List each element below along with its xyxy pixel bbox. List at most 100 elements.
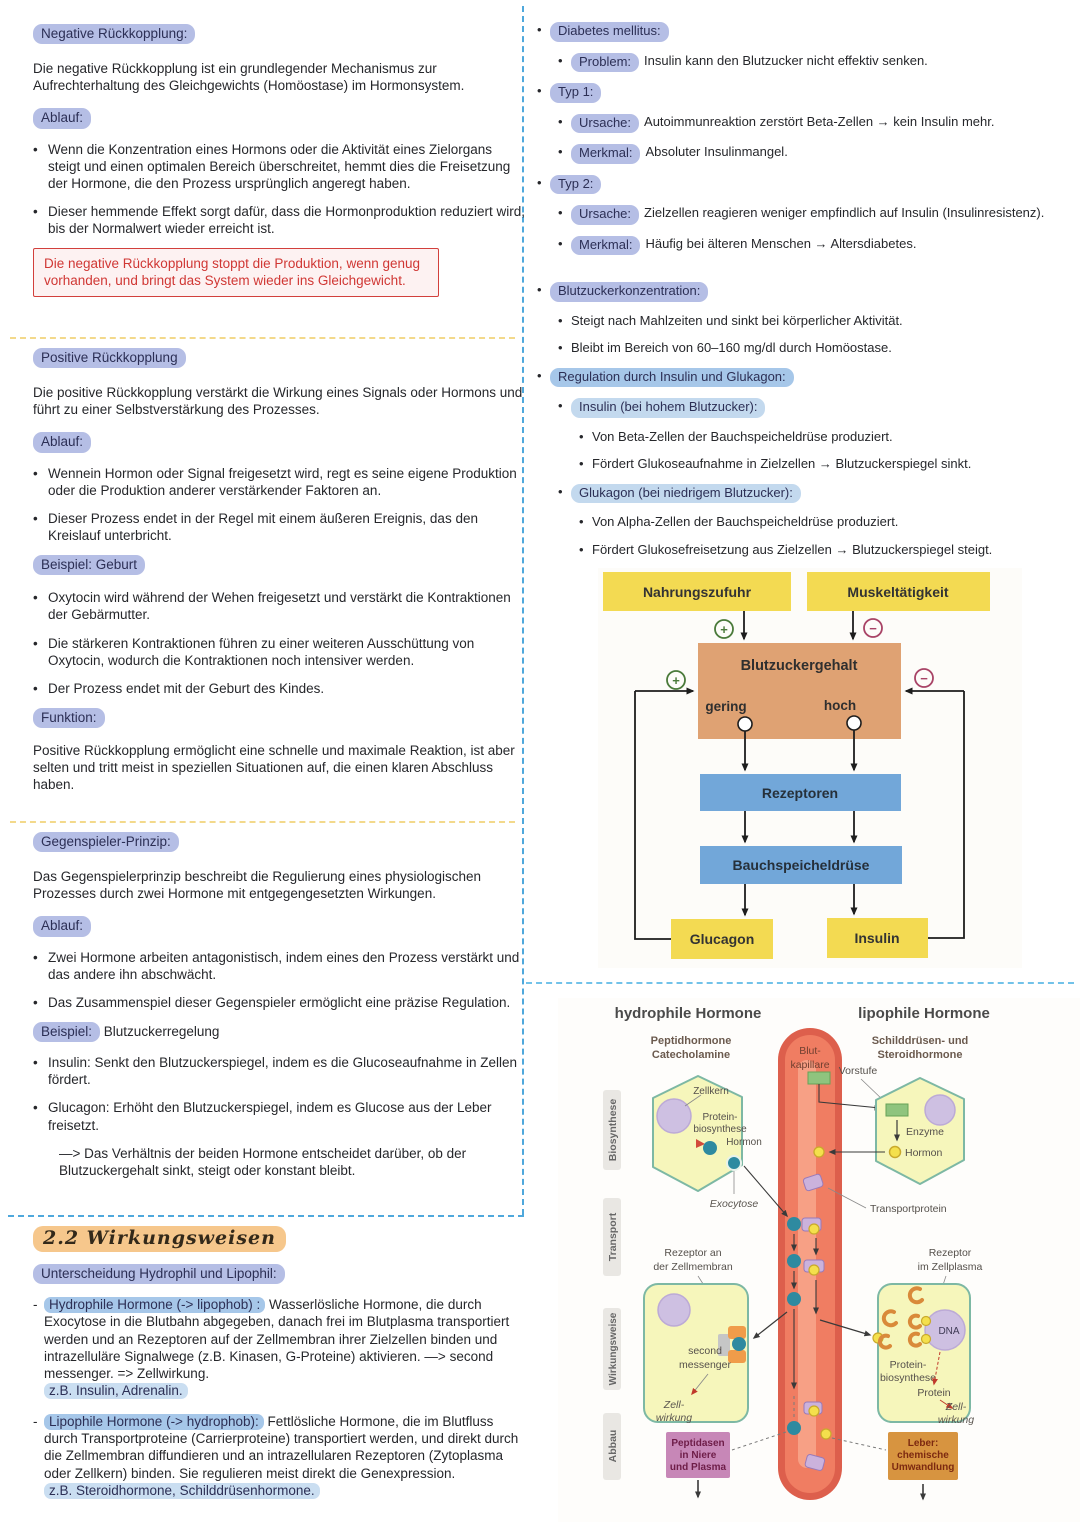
lipophile-examples: z.B. Steroidhormone, Schilddrüsenhormone… <box>44 1482 320 1499</box>
list-item: •Blutzuckerkonzentration: <box>537 282 1080 302</box>
title-hydrophile: hydrophile Hormone <box>615 1005 762 1022</box>
hormone-dot-membrane <box>726 1155 742 1171</box>
bullet-dot: • <box>33 994 38 1010</box>
list-item: •Von Alpha-Zellen der Bauchspeicheldrüse… <box>537 514 1080 531</box>
label-rezeptor-membran: der Zellmembran <box>653 1261 733 1273</box>
label-hormon-right: Hormon <box>905 1147 943 1159</box>
list-item: •Glukagon (bei niedrigem Blutzucker): <box>537 483 1080 503</box>
column-divider-dashed <box>522 6 524 1215</box>
svg-text:+: + <box>720 622 728 637</box>
subtitle-catecholamine: Catecholamine <box>652 1049 730 1061</box>
list-item-text: Der Prozess endet mit der Geburt des Kin… <box>48 680 325 696</box>
flowchart-background <box>598 568 1022 968</box>
box-label: in Niere <box>680 1450 717 1461</box>
red-note-box: Die negative Rückkopplung stoppt die Pro… <box>33 248 439 297</box>
label-rezeptor-membran: Rezeptor an <box>664 1247 721 1259</box>
list-item: •Fördert Glukoseaufnahme in Zielzellen →… <box>537 456 1080 473</box>
list-item: •Insulin: Senkt den Blutzuckerspiegel, i… <box>33 1054 527 1088</box>
section-negative-rueckkopplung: Negative Rückkopplung: Die negative Rück… <box>33 24 527 297</box>
bullet-dot: • <box>579 514 584 529</box>
list-item: •Der Prozess endet mit der Geburt des Ki… <box>33 680 527 697</box>
tag-ursache: Ursache: <box>571 205 640 225</box>
bullet-dot: • <box>33 203 38 219</box>
label-second-messenger: second <box>688 1345 722 1357</box>
nucleus <box>924 1094 956 1126</box>
arrow-note: —> Das Verhältnis der beiden Hormone ent… <box>59 1145 467 1178</box>
list-item-text: Insulin: Senkt den Blutzuckerspiegel, in… <box>48 1055 518 1088</box>
list-item-text: Autoimmunreaktion zerstört Beta-Zellen →… <box>644 113 995 129</box>
bullet-dot: • <box>558 340 563 355</box>
label-rezeptor-plasma: im Zellplasma <box>918 1261 983 1273</box>
list-item-text: Das Zusammenspiel dieser Gegenspieler er… <box>48 994 511 1010</box>
label-zellwirkung-right: Zell- <box>945 1401 967 1413</box>
list-item: •Wennein Hormon oder Signal freigesetzt … <box>33 465 527 499</box>
paragraph: Das Gegenspielerprinzip beschreibt die R… <box>33 869 482 902</box>
heading-negative-rueckkopplung: Negative Rückkopplung: <box>33 24 196 45</box>
heading-blutzuckerkonzentration: Blutzuckerkonzentration: <box>550 282 709 302</box>
bullet-dot: • <box>579 456 584 471</box>
box-label: Leber: <box>908 1438 939 1449</box>
membrane-receptor <box>728 1326 746 1339</box>
target-cell-membrane-receptor: second messenger Zell- wirkung <box>643 1283 749 1424</box>
bullet-dot: • <box>558 483 563 499</box>
node-label: Glucagon <box>690 931 755 947</box>
hormone-dot-yellow-blood <box>813 1146 825 1158</box>
note-text: Die negative Rückkopplung stoppt die Pro… <box>44 256 421 289</box>
glucagon-feedback-loop: + <box>634 670 695 940</box>
list-item-hydrophile: - Hydrophile Hormone (-> lipophob) : Was… <box>33 1296 527 1399</box>
label-enzyme: Enzyme <box>906 1126 944 1138</box>
svg-text:−: − <box>869 621 877 636</box>
list-item-text: Oxytocin wird während der Wehen freigese… <box>48 590 511 623</box>
bound-hormone <box>732 1337 746 1351</box>
heading-regulation: Regulation durch Insulin und Glukagon: <box>550 367 794 387</box>
stage-biosynthese: Biosynthese <box>607 1099 619 1162</box>
list-item: •Zwei Hormone arbeiten antagonistisch, i… <box>33 949 527 983</box>
right-column-notes: •Diabetes mellitus: •Problem:Insulin kan… <box>537 22 1080 569</box>
section-positive-rueckkopplung: Positive Rückkopplung Die positive Rückk… <box>33 348 527 794</box>
label-hoch: hoch <box>824 698 856 713</box>
label-gering: gering <box>705 699 746 714</box>
list-item: •Merkmal:Absoluter Insulinmangel. <box>537 144 1080 164</box>
list-item: •Ursache:Zielzellen reagieren weniger em… <box>537 205 1080 225</box>
list-item-text: Insulin kann den Blutzucker nicht effekt… <box>644 52 928 68</box>
dash-marker: - <box>33 1414 38 1430</box>
plus-sign-icon: + <box>714 619 734 639</box>
intracellular-receptor <box>877 1333 892 1350</box>
bullet-dot: • <box>33 590 38 606</box>
vorstufe-in-blood <box>807 1071 831 1085</box>
list-item: •Diabetes mellitus: <box>537 22 1080 42</box>
stage-wirkungsweise: Wirkungsweise <box>608 1312 619 1385</box>
list-item-text: Dieser Prozess endet in der Regel mit ei… <box>48 510 478 543</box>
bullet-dot: • <box>537 174 542 190</box>
tag-ursache: Ursache: <box>571 113 640 133</box>
intracellular-receptor <box>907 1286 924 1305</box>
list-item: •Problem:Insulin kann den Blutzucker nic… <box>537 52 1080 72</box>
list-item: •Steigt nach Mahlzeiten und sinkt bei kö… <box>537 313 1080 330</box>
stage-transport: Transport <box>607 1212 619 1261</box>
zellkern-nucleus <box>656 1098 692 1134</box>
right-section-divider-dashed <box>526 982 1074 984</box>
heading-typ2: Typ 2: <box>550 174 602 194</box>
minus-sign-icon: − <box>863 618 883 638</box>
label-dna: DNA <box>938 1326 959 1337</box>
list-item: •Fördert Glukosefreisetzung aus Zielzell… <box>537 542 1080 559</box>
tag-merkmal: Merkmal: <box>571 235 641 255</box>
list-item-text: Von Beta-Zellen der Bauchspeicheldrüse p… <box>592 428 893 444</box>
node-rezeptoren: Rezeptoren <box>700 774 901 811</box>
label-zellwirkung-left: wirkung <box>656 1412 692 1424</box>
bullet-dot: • <box>33 949 38 965</box>
label-proteinbiosynthese-right: biosynthese <box>880 1372 936 1384</box>
label-proteinbiosynthese-left: biosynthese <box>693 1124 747 1135</box>
list-item: •Typ 1: <box>537 83 1080 103</box>
list-item-text: Bleibt im Bereich von 60–160 mg/dl durch… <box>571 340 892 355</box>
list-item-text: Dieser hemmende Effekt sorgt dafür, dass… <box>48 203 525 237</box>
blood-sugar-flowchart: Nahrungszufuhr Muskeltätigkeit + − Blutz… <box>598 568 1022 968</box>
label-proteinbiosynthese-left: Protein- <box>702 1112 737 1123</box>
label-zellkern: Zellkern <box>693 1086 729 1097</box>
list-item: • Dieser hemmende Effekt sorgt dafür, das… <box>33 203 527 237</box>
transport-proteins <box>801 1173 826 1471</box>
bullet-dot: • <box>537 83 542 98</box>
list-item: •Von Beta-Zellen der Bauchspeicheldrüse … <box>537 429 1080 446</box>
hormone-dot-teal <box>703 1141 717 1155</box>
label-protein: Protein <box>917 1387 950 1399</box>
